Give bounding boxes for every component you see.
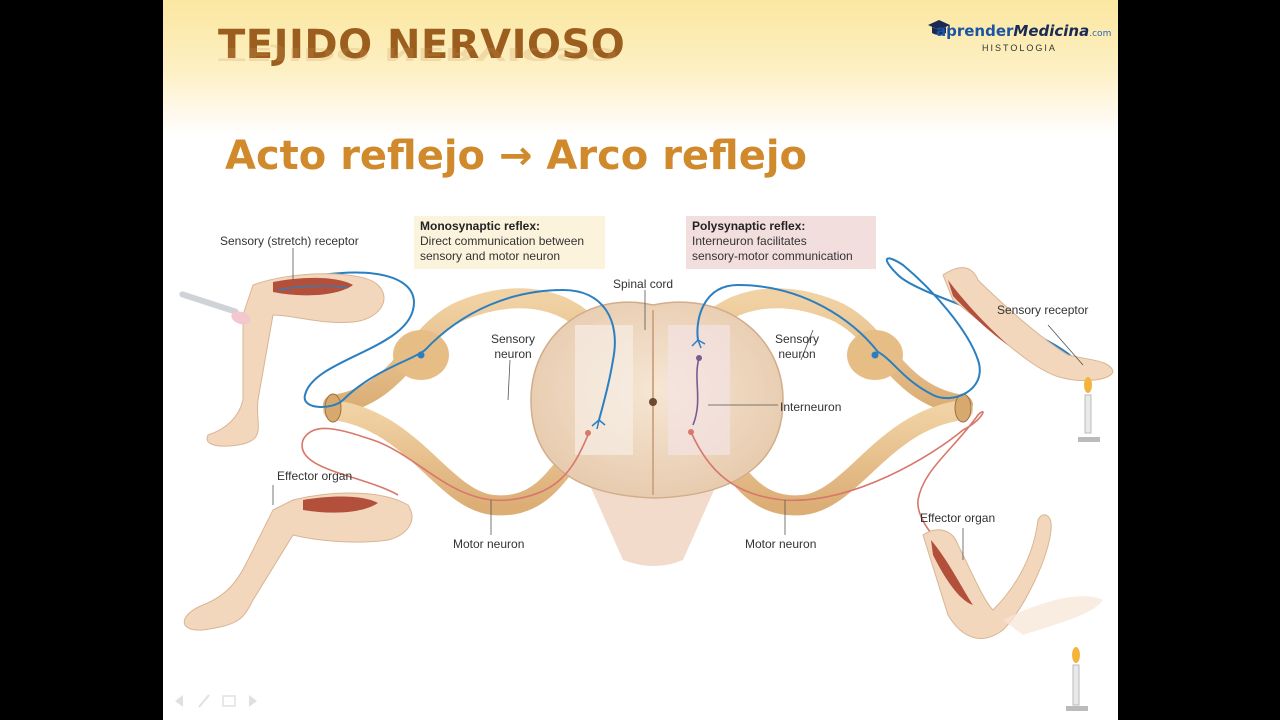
monosynaptic-reflex-box: Monosynaptic reflex: Direct communicatio… <box>414 216 605 269</box>
presentation-controls[interactable] <box>171 692 271 710</box>
label-sensory-neuron-left: Sensory neuron <box>491 332 535 362</box>
label-sensory-neuron-left-line-1: Sensory <box>491 332 536 346</box>
lower-leg-illustration <box>183 492 413 631</box>
candle-icon <box>1078 377 1100 442</box>
label-motor-neuron-right: Motor neuron <box>745 537 817 551</box>
logo-brand: aprender <box>936 22 1014 40</box>
interneuron <box>692 355 702 426</box>
label-sensory-neuron-right: Sensory neuron <box>775 332 819 362</box>
mono-box-line-2: sensory and motor neuron <box>420 249 561 263</box>
mono-box-line-1: Direct communication between <box>420 234 585 248</box>
poly-box-line-2: sensory-motor communication <box>692 249 853 263</box>
label-sensory-receptor: Sensory receptor <box>997 303 1089 317</box>
graduation-cap-icon <box>928 20 950 35</box>
poly-box-title: Polysynaptic reflex: <box>692 219 806 233</box>
next-slide-icon <box>249 695 257 707</box>
logo-medicina: Medicina <box>1013 22 1090 40</box>
left-sensory-neuron <box>257 271 616 430</box>
label-effector-organ-left: Effector organ <box>277 469 353 483</box>
slide-title: TEJIDO NERVIOSO <box>218 22 626 68</box>
reflex-hammer-icon <box>179 291 251 325</box>
previous-slide-icon <box>175 695 183 707</box>
left-motor-neuron <box>301 427 591 502</box>
logo-subtitle: HISTOLOGIA <box>982 43 1057 53</box>
candle-icon-lower <box>1066 647 1088 711</box>
upper-leg-illustration <box>206 273 385 447</box>
right-sensory-neuron <box>691 257 1084 400</box>
label-spinal-cord: Spinal cord <box>613 277 674 291</box>
leader-lines <box>272 248 1084 560</box>
logo-wordmark: aprenderMedicina.com <box>936 22 1111 40</box>
label-sensory-neuron-left-line-2: neuron <box>494 347 532 361</box>
poly-box-line-1: Interneuron facilitates <box>692 234 807 248</box>
menu-icon <box>222 695 236 707</box>
label-effector-organ-right: Effector organ <box>920 511 996 525</box>
mono-box-title: Monosynaptic reflex: <box>420 219 541 233</box>
label-motor-neuron-left: Motor neuron <box>453 537 525 551</box>
label-sensory-stretch-receptor: Sensory (stretch) receptor <box>220 234 359 248</box>
slide: TEJIDO NERVIOSO TEJIDO NERVIOSO aprender… <box>163 0 1118 720</box>
logo-domain: .com <box>1089 29 1112 39</box>
label-sensory-neuron-right-line-1: Sensory <box>775 332 820 346</box>
polysynaptic-reflex-box: Polysynaptic reflex: Interneuron facilit… <box>686 216 876 269</box>
label-sensory-neuron-right-line-2: neuron <box>778 347 816 361</box>
pen-icon <box>198 694 210 708</box>
reflex-arc-diagram <box>179 248 1114 711</box>
label-interneuron: Interneuron <box>780 400 842 414</box>
logo: aprenderMedicina.com HISTOLOGIA <box>926 18 1116 58</box>
spinal-cord-section <box>530 301 784 499</box>
lower-arm-illustration <box>922 514 1103 639</box>
slide-title-reflection: TEJIDO NERVIOSO <box>218 43 618 64</box>
upper-arm-illustration <box>942 267 1114 381</box>
slide-subtitle: Acto reflejo → Arco reflejo <box>225 133 808 179</box>
right-motor-neuron <box>688 410 984 591</box>
